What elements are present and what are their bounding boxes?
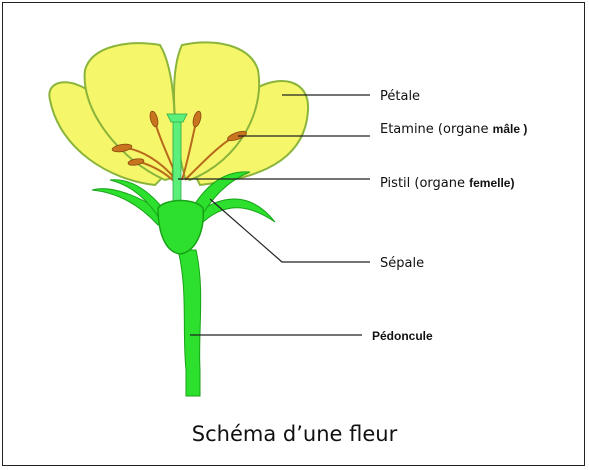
figure-caption: Schéma d’une fleur [0,422,589,446]
label-etamine: Etamine (organe mâle ) [380,122,527,137]
label-sepale: Sépale [380,256,424,271]
label-petale: Pétale [380,89,420,104]
label-pistil: Pistil (organe femelle) [380,176,514,191]
receptacle [158,201,203,255]
label-pedoncule: Pédoncule [372,329,433,343]
peduncle-stem [178,250,201,396]
